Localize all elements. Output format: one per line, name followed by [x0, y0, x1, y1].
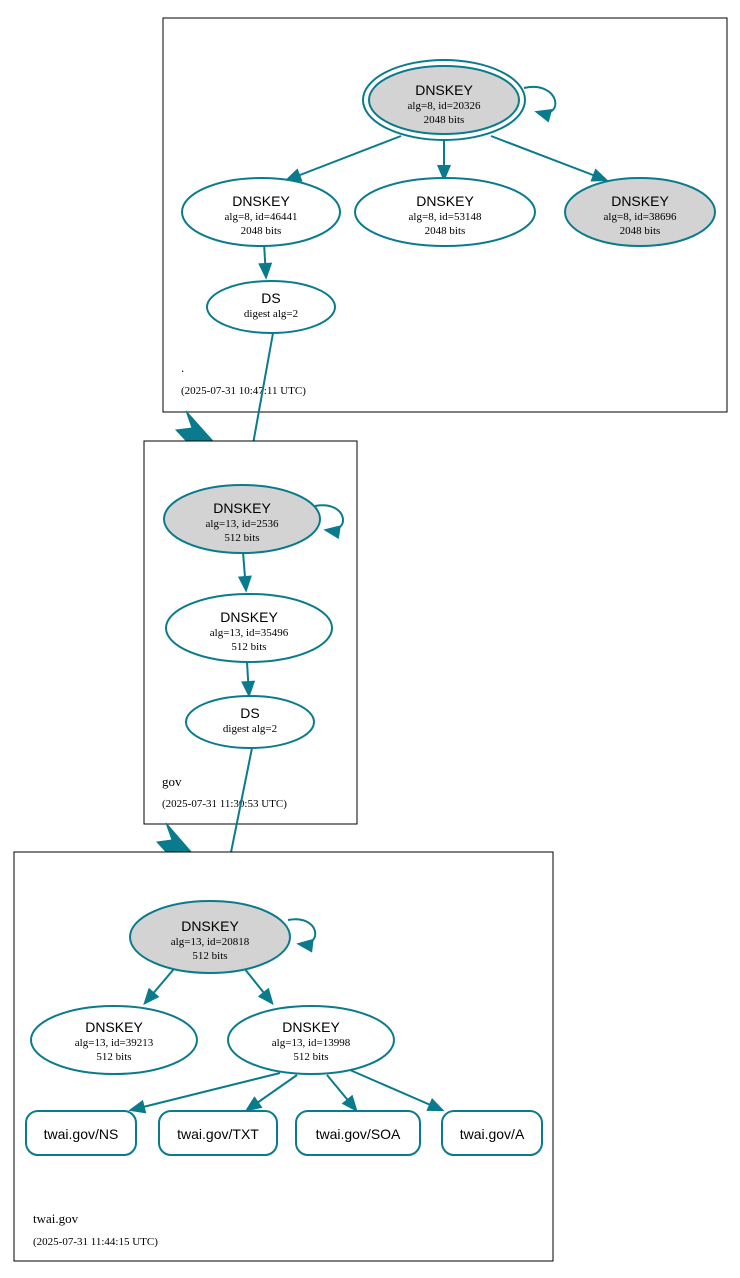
zone-twai-name: twai.gov	[33, 1211, 79, 1226]
node-root-ds-gov-title: DS	[261, 290, 280, 306]
node-gov-ds-twai-title: DS	[240, 705, 259, 721]
zone-box-root: DNSKEY alg=8, id=20326 2048 bits DNSKEY …	[162, 17, 728, 413]
rrset-soa[interactable]: twai.gov/SOA	[295, 1110, 421, 1156]
edge-twai-13998-to-txt	[244, 1074, 298, 1112]
rrset-a-box	[441, 1110, 543, 1156]
edge-gov-ksk-to-35496	[237, 551, 252, 593]
rrset-txt-label: twai.gov/TXT	[177, 1126, 259, 1142]
edge-root-46441-to-ds	[258, 242, 273, 280]
node-root-zsk-38696-line3: 2048 bits	[620, 225, 661, 237]
node-twai-zsk-13998-title: DNSKEY	[282, 1019, 340, 1035]
node-root-zsk-38696-title: DNSKEY	[611, 193, 669, 209]
rrset-txt-box	[158, 1110, 278, 1156]
edge-root-ksk-to-38696	[490, 135, 609, 182]
node-gov-zsk-35496[interactable]: DNSKEY alg=13, id=35496 512 bits	[165, 593, 333, 663]
node-gov-zsk-35496-line2: alg=13, id=35496	[210, 627, 289, 639]
node-root-ksk-line2: alg=8, id=20326	[408, 100, 481, 112]
node-root-ds-gov[interactable]: DS digest alg=2	[206, 280, 336, 334]
node-gov-zsk-35496-line3: 512 bits	[231, 641, 266, 653]
zone-gov-name: gov	[162, 774, 182, 789]
node-root-zsk-38696[interactable]: DNSKEY alg=8, id=38696 2048 bits	[564, 177, 716, 247]
zone-box-gov: DNSKEY alg=13, id=2536 512 bits DNSKEY a…	[143, 440, 358, 825]
node-gov-ksk-line3: 512 bits	[224, 532, 259, 544]
node-twai-zsk-13998-ellipse	[227, 1005, 395, 1075]
node-root-ds-gov-ellipse	[206, 280, 336, 334]
rrset-a-label: twai.gov/A	[460, 1126, 525, 1142]
node-root-zsk-53148-title: DNSKEY	[416, 193, 474, 209]
zone-gov-timestamp: (2025-07-31 11:30:53 UTC)	[162, 798, 287, 810]
node-twai-zsk-13998[interactable]: DNSKEY alg=13, id=13998 512 bits	[227, 1005, 395, 1075]
edge-twai-13998-to-soa	[326, 1074, 358, 1113]
node-twai-zsk-39213[interactable]: DNSKEY alg=13, id=39213 512 bits	[30, 1005, 198, 1075]
node-twai-ksk-title: DNSKEY	[181, 918, 239, 934]
node-twai-zsk-39213-title: DNSKEY	[85, 1019, 143, 1035]
node-root-ksk-title: DNSKEY	[415, 82, 473, 98]
node-twai-zsk-39213-ellipse	[30, 1005, 198, 1075]
rrset-ns-box	[25, 1110, 137, 1156]
node-root-zsk-46441-ellipse	[181, 177, 341, 247]
node-root-zsk-46441[interactable]: DNSKEY alg=8, id=46441 2048 bits	[181, 177, 341, 247]
node-twai-zsk-39213-line3: 512 bits	[96, 1051, 131, 1063]
node-root-ds-gov-line2: digest alg=2	[244, 308, 298, 320]
node-root-ksk[interactable]: DNSKEY alg=8, id=20326 2048 bits	[362, 59, 526, 141]
node-twai-ksk-ellipse	[129, 900, 291, 974]
node-twai-zsk-39213-line2: alg=13, id=39213	[75, 1037, 154, 1049]
node-twai-zsk-13998-line3: 512 bits	[293, 1051, 328, 1063]
node-gov-ksk-line2: alg=13, id=2536	[206, 518, 279, 530]
edge-root-ksk-self-sign	[523, 85, 557, 123]
node-root-zsk-46441-line3: 2048 bits	[241, 225, 282, 237]
node-root-ksk-line3: 2048 bits	[424, 114, 465, 126]
edge-twai-13998-to-ns	[128, 1072, 281, 1114]
node-root-ksk-ellipse	[368, 65, 520, 135]
node-gov-ksk[interactable]: DNSKEY alg=13, id=2536 512 bits	[163, 484, 321, 554]
edge-root-ksk-to-46441	[284, 135, 402, 182]
node-gov-ksk-ellipse	[163, 484, 321, 554]
node-root-zsk-46441-line2: alg=8, id=46441	[225, 211, 298, 223]
node-twai-ksk[interactable]: DNSKEY alg=13, id=20818 512 bits	[129, 900, 291, 974]
edge-gov-ksk-self-sign	[314, 504, 344, 540]
zone-box-twai-gov: DNSKEY alg=13, id=20818 512 bits DNSKEY …	[13, 851, 554, 1262]
node-root-zsk-38696-ellipse	[564, 177, 716, 247]
node-gov-ds-twai-line2: digest alg=2	[223, 723, 277, 735]
zone-twai-timestamp: (2025-07-31 11:44:15 UTC)	[33, 1236, 158, 1248]
zone-root-timestamp: (2025-07-31 10:47:11 UTC)	[181, 385, 306, 397]
rrset-soa-label: twai.gov/SOA	[316, 1126, 401, 1142]
node-root-zsk-53148-line2: alg=8, id=53148	[409, 211, 482, 223]
node-twai-ksk-line3: 512 bits	[192, 950, 227, 962]
node-gov-zsk-35496-title: DNSKEY	[220, 609, 278, 625]
rrset-txt[interactable]: twai.gov/TXT	[158, 1110, 278, 1156]
rrset-ns-label: twai.gov/NS	[44, 1126, 119, 1142]
node-gov-ds-twai-ellipse	[185, 695, 315, 749]
edge-twai-ksk-self-sign	[287, 918, 317, 953]
node-twai-zsk-13998-line2: alg=13, id=13998	[272, 1037, 351, 1049]
zone-root-name: .	[181, 360, 184, 375]
node-gov-ds-twai[interactable]: DS digest alg=2	[185, 695, 315, 749]
edge-gov-35496-to-ds	[241, 661, 256, 698]
node-root-zsk-53148-ellipse	[354, 177, 536, 247]
node-root-zsk-38696-line2: alg=8, id=38696	[604, 211, 677, 223]
node-twai-ksk-line2: alg=13, id=20818	[171, 936, 250, 948]
node-root-zsk-53148[interactable]: DNSKEY alg=8, id=53148 2048 bits	[354, 177, 536, 247]
rrset-a[interactable]: twai.gov/A	[441, 1110, 543, 1156]
node-gov-ksk-title: DNSKEY	[213, 500, 271, 516]
rrset-ns[interactable]: twai.gov/NS	[25, 1110, 137, 1156]
node-root-zsk-53148-line3: 2048 bits	[425, 225, 466, 237]
node-gov-zsk-35496-ellipse	[165, 593, 333, 663]
node-root-zsk-46441-title: DNSKEY	[232, 193, 290, 209]
rrset-soa-box	[295, 1110, 421, 1156]
edge-twai-13998-to-a	[349, 1069, 445, 1112]
